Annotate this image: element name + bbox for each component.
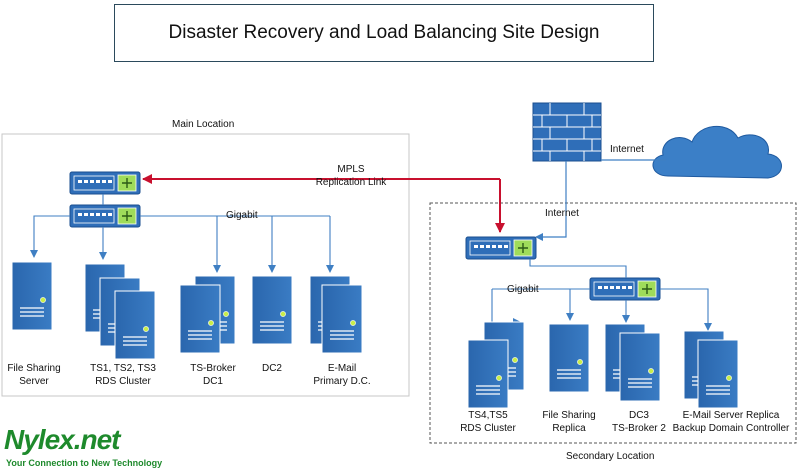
server-label-ts-broker: TS-Broker DC1 (178, 362, 248, 388)
server-label-line2: Primary D.C. (313, 376, 371, 387)
mpls-label-line2: Replication Link (315, 177, 387, 188)
mpls-label: MPLS Replication Link (296, 163, 406, 189)
main-router-icon (69, 171, 141, 195)
server-icon-rds-cluster (84, 263, 156, 360)
server-label-line2: Replica (552, 423, 586, 434)
server-label-line1: DC2 (261, 363, 282, 374)
server-icon-dc2 (251, 275, 293, 345)
server-label-email: E-Mail Primary D.C. (302, 362, 382, 388)
server-label-line1: File Sharing (542, 410, 596, 421)
server-label-file-sharing-replica: File Sharing Replica (532, 409, 606, 435)
server-label-line1: DC3 (628, 410, 649, 421)
server-label-line2: TS-Broker 2 (612, 423, 666, 434)
internet-label-top: Internet (610, 144, 644, 155)
server-label-ts4-ts5: TS4,TS5 RDS Cluster (452, 409, 524, 435)
main-switch-icon (69, 204, 141, 228)
server-label-line1: File Sharing (7, 363, 61, 374)
server-icon-email-replica (683, 330, 739, 409)
server-label-email-replica: E-Mail Server Replica Backup Domain Cont… (664, 409, 798, 435)
secondary-location-box (429, 202, 797, 444)
secondary-switch-icon (589, 277, 661, 301)
server-label-line2: DC1 (202, 376, 223, 387)
server-icon-email (309, 275, 363, 354)
server-label-line2: Backup Domain Controller (672, 423, 790, 434)
server-icon-dc3 (604, 323, 661, 402)
server-label-line2: RDS Cluster (95, 376, 151, 387)
main-location-label: Main Location (172, 119, 235, 130)
secondary-gigabit-label: Gigabit (507, 284, 539, 295)
main-gigabit-label: Gigabit (226, 210, 258, 221)
internet-label-secondary: Internet (545, 208, 579, 219)
logo-tagline: Your Connection to New Technology (6, 458, 163, 468)
secondary-location-label: Secondary Location (566, 451, 655, 462)
server-label-line2: RDS Cluster (460, 423, 516, 434)
server-label-line1: TS1, TS2, TS3 (90, 363, 156, 374)
server-label-line1: E-Mail Server Replica (682, 410, 780, 421)
internet-cloud-icon (652, 125, 782, 179)
server-icon-ts4-ts5 (467, 321, 525, 409)
server-label-rds-cluster: TS1, TS2, TS3 RDS Cluster (78, 362, 168, 388)
diagram-title: Disaster Recovery and Load Balancing Sit… (168, 22, 600, 43)
company-logo: Nylex.net Your Connection to New Technol… (4, 424, 162, 474)
server-icon-file-sharing (11, 261, 53, 331)
logo-name: Nylex.net (4, 424, 120, 455)
server-label-line2: Server (19, 376, 49, 387)
mpls-label-line1: MPLS (337, 164, 365, 175)
server-label-line1: TS-Broker (190, 363, 236, 374)
diagram-title-box: Disaster Recovery and Load Balancing Sit… (114, 4, 654, 62)
firewall-icon (532, 102, 602, 162)
server-label-file-sharing: File Sharing Server (2, 362, 66, 388)
main-location-box (1, 133, 410, 397)
server-label-dc2: DC2 (252, 362, 292, 375)
server-label-dc3: DC3 TS-Broker 2 (604, 409, 674, 435)
server-label-line1: TS4,TS5 (468, 410, 508, 421)
server-icon-ts-broker (179, 275, 236, 354)
secondary-router-icon (465, 236, 537, 260)
server-label-line1: E-Mail (327, 363, 357, 374)
server-icon-file-sharing-replica (548, 323, 590, 393)
